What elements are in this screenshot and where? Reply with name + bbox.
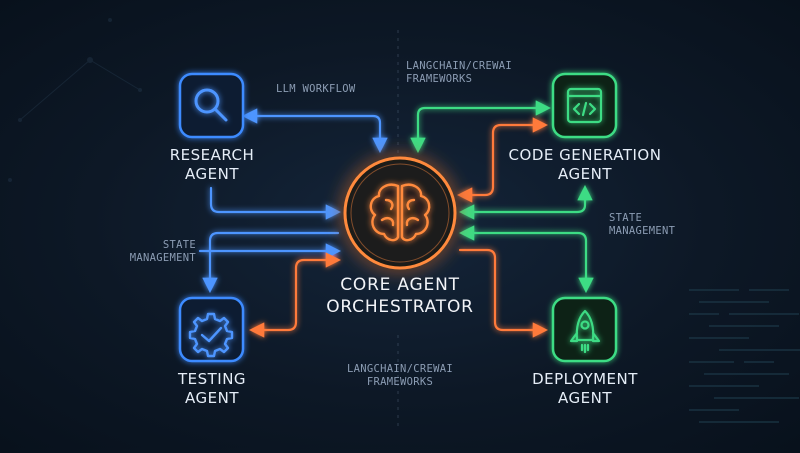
- testing-agent-node[interactable]: [178, 296, 245, 363]
- state-left-line1: STATE: [162, 239, 196, 251]
- code-generation-agent-node[interactable]: [551, 72, 618, 139]
- rocket-icon: [569, 309, 601, 354]
- deployment-agent-label: DEPLOYMENT AGENT: [510, 370, 660, 408]
- frameworks-bottom-line2: FRAMEWORKS: [366, 376, 434, 388]
- frameworks-bottom-line1: LANGCHAIN/CREWAI: [347, 363, 453, 375]
- core-orchestrator-line1: CORE AGENT: [340, 275, 460, 295]
- state-left-line2: MANAGEMENT: [129, 252, 196, 264]
- state-right-line1: STATE: [609, 212, 643, 224]
- frameworks-annotation-top: LANGCHAIN/CREWAI FRAMEWORKS: [406, 60, 512, 86]
- research-agent-line2: AGENT: [185, 165, 239, 183]
- testing-agent-line1: TESTING: [177, 370, 247, 388]
- connector-research-core: [209, 186, 342, 220]
- state-management-annotation-left: STATE MANAGEMENT: [100, 239, 196, 265]
- background-decoration: [8, 18, 399, 430]
- connector-core-testing-orange: [248, 252, 342, 338]
- research-agent-node[interactable]: [178, 72, 245, 139]
- frameworks-top-line2: FRAMEWORKS: [406, 73, 473, 85]
- testing-agent-line2: AGENT: [185, 389, 239, 407]
- connector-core-testing: [202, 231, 340, 294]
- brain-icon: [369, 183, 431, 242]
- code-generation-agent-line2: AGENT: [558, 165, 612, 183]
- background-code-texture: [660, 270, 800, 430]
- core-orchestrator-label: CORE AGENT ORCHESTRATOR: [320, 274, 480, 318]
- code-generation-agent-line1: CODE GENERATION: [508, 146, 662, 164]
- code-window-icon: [566, 87, 603, 124]
- testing-agent-label: TESTING AGENT: [152, 370, 272, 408]
- core-orchestrator-node[interactable]: [343, 156, 457, 270]
- gear-check-icon: [188, 312, 234, 358]
- connector-research-core-top: [241, 108, 388, 154]
- core-orchestrator-line2: ORCHESTRATOR: [326, 297, 474, 317]
- connector-core-deployment-orange: [458, 248, 549, 338]
- state-management-annotation-right: STATE MANAGEMENT: [609, 212, 675, 238]
- connector-core-code-orange: [456, 117, 549, 203]
- connector-code-core-top: [410, 100, 552, 154]
- frameworks-top-line1: LANGCHAIN/CREWAI: [406, 60, 512, 72]
- magnifier-icon: [194, 88, 228, 122]
- deployment-agent-line2: AGENT: [558, 389, 612, 407]
- background-code-lines: [689, 289, 800, 423]
- research-agent-line1: RESEARCH: [169, 146, 255, 164]
- frameworks-annotation-bottom: LANGCHAIN/CREWAI FRAMEWORKS: [330, 363, 470, 389]
- deployment-agent-line1: DEPLOYMENT: [532, 370, 638, 388]
- connector-code-core: [458, 184, 593, 220]
- deployment-agent-node[interactable]: [551, 296, 618, 363]
- connector-core-deployment: [458, 225, 594, 294]
- llm-workflow-annotation: LLM WORKFLOW: [276, 83, 356, 95]
- code-generation-agent-label: CODE GENERATION AGENT: [500, 146, 670, 184]
- state-right-line2: MANAGEMENT: [609, 225, 676, 237]
- research-agent-label: RESEARCH AGENT: [152, 146, 272, 184]
